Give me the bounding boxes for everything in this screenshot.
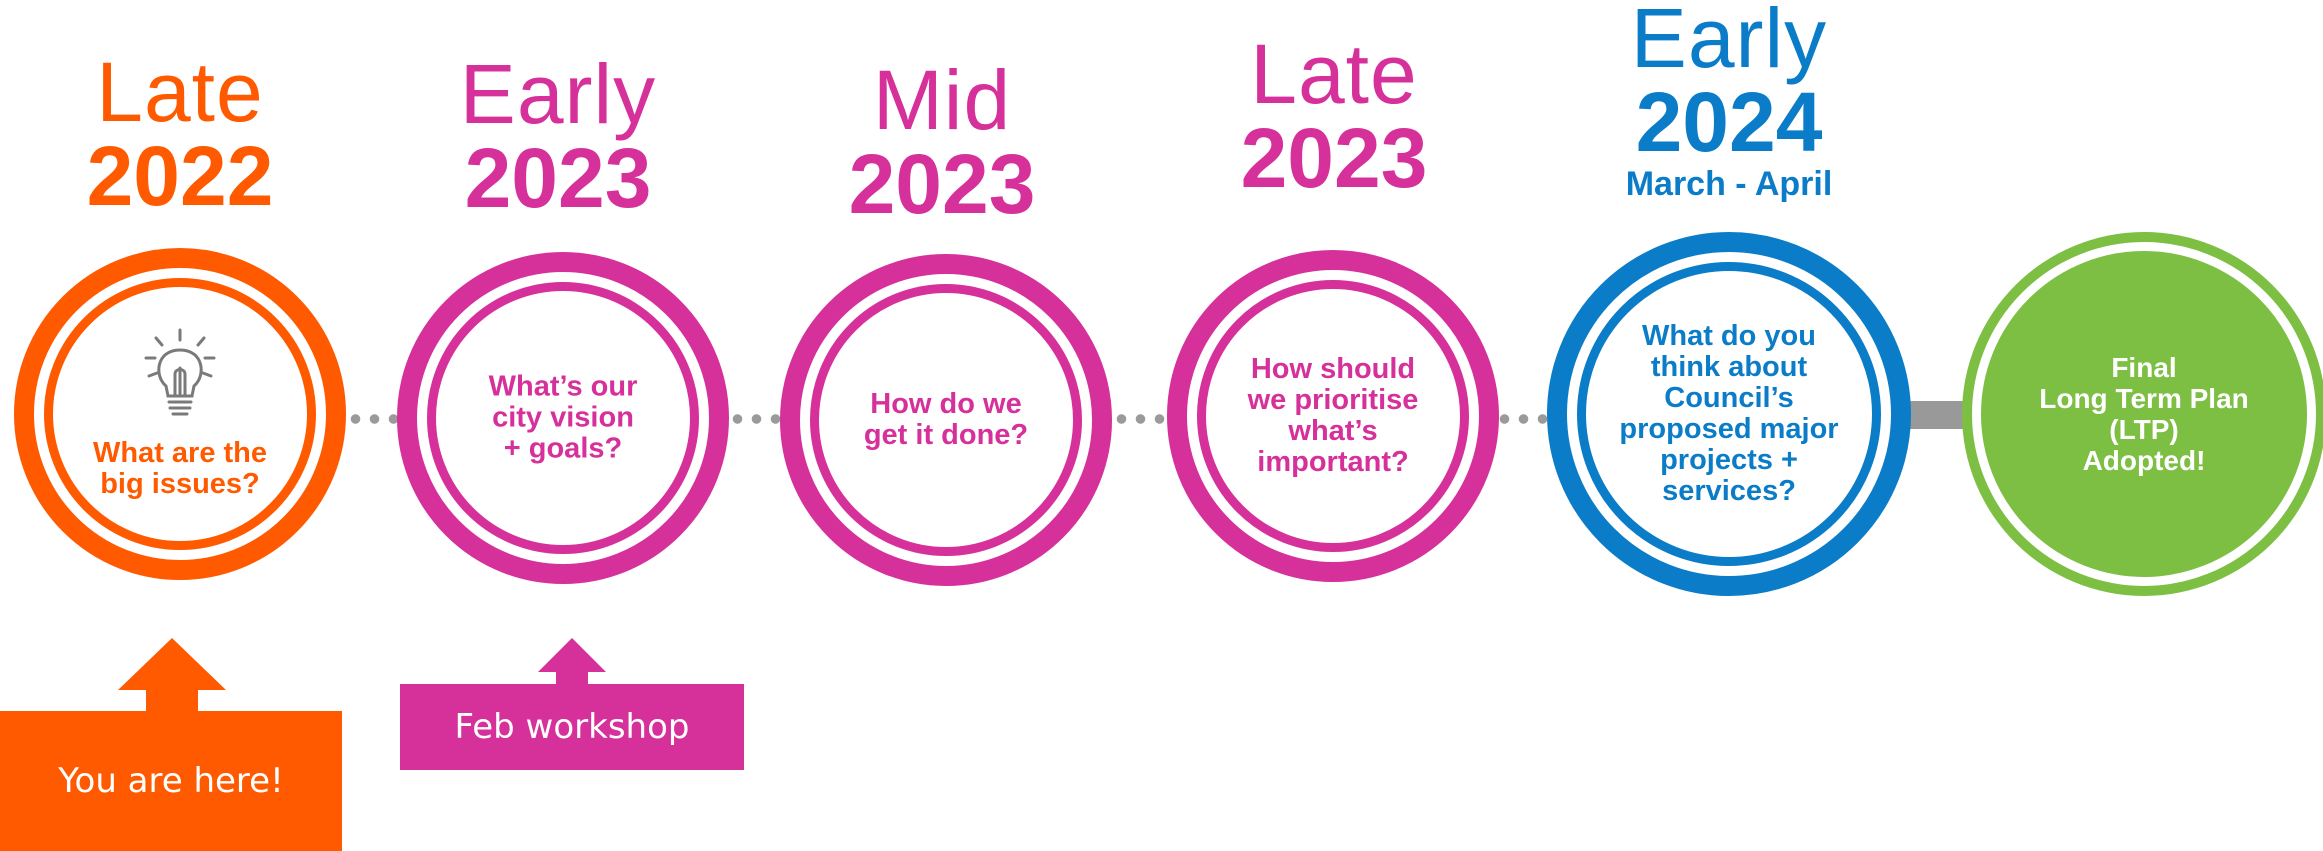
final-text: Final Long Term Plan (LTP) Adopted! — [2039, 352, 2249, 476]
dotted-connector-1 — [346, 414, 406, 424]
stage-4-year: 2023 — [1240, 111, 1428, 205]
dotted-connector-2 — [728, 414, 792, 424]
stage-1-question: What are the big issues? — [92, 437, 268, 500]
stage-4-period: Late — [1250, 27, 1418, 121]
feb-workshop-arrow-stem — [556, 670, 588, 688]
you-are-here-callout: You are here! — [0, 711, 342, 851]
stage-2-heading: Early 2023 — [398, 52, 718, 220]
stage-5-year: 2024 — [1635, 75, 1823, 169]
stage-1-year: 2022 — [86, 129, 274, 223]
stage-3-circle: How do we get it done? — [780, 254, 1112, 586]
stage-1-heading: Late 2022 — [20, 50, 340, 218]
stage-3-period: Mid — [872, 53, 1012, 147]
stage-3-heading: Mid 2023 — [782, 58, 1102, 226]
solid-connector — [1905, 401, 1965, 429]
stage-1-circle: What are the big issues? — [14, 248, 346, 580]
lightbulb-icon — [144, 328, 216, 416]
stage-2-question: What’s our city vision + goals? — [488, 370, 638, 465]
stage-5-subtitle: March - April — [1625, 165, 1833, 203]
dotted-connector-4 — [1495, 414, 1555, 424]
you-are-here-arrow-stem — [146, 688, 198, 714]
stage-5-circle: What do you think about Council’s propos… — [1547, 232, 1911, 596]
you-are-here-arrow — [118, 638, 226, 690]
stage-3-question: How do we get it done? — [863, 388, 1029, 451]
stage-4-question: How should we prioritise what’s importan… — [1247, 353, 1419, 478]
stage-2-period: Early — [459, 47, 657, 141]
stage-4-circle: How should we prioritise what’s importan… — [1167, 250, 1499, 582]
stage-2-circle: What’s our city vision + goals? — [397, 252, 729, 584]
feb-workshop-arrow — [538, 638, 606, 672]
stage-2-year: 2023 — [464, 131, 652, 225]
stage-5-question: What do you think about Council’s propos… — [1619, 320, 1839, 507]
dotted-connector-3 — [1112, 414, 1172, 424]
stage-1-period: Late — [96, 45, 264, 139]
feb-workshop-callout: Feb workshop — [400, 684, 744, 770]
stage-3-year: 2023 — [848, 137, 1036, 231]
stage-4-heading: Late 2023 — [1174, 32, 1494, 200]
final-circle: Final Long Term Plan (LTP) Adopted! — [1962, 232, 2323, 596]
stage-5-heading: Early 2024 March - April — [1569, 0, 1889, 204]
stage-5-period: Early — [1630, 0, 1828, 85]
